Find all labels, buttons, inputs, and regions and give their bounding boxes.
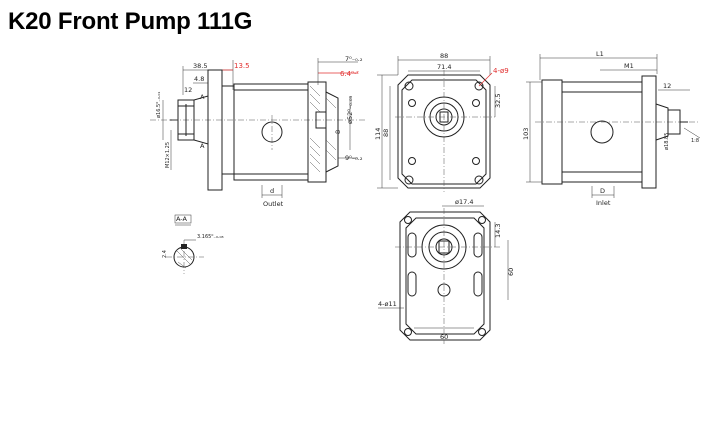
front-dim-88v: 88 [382,129,390,137]
bottom-phi: ø17.4 [455,198,473,206]
page-title: K20 Front Pump 111G [8,8,253,35]
front-dim-71-4: 71.4 [437,63,451,71]
dim-9: 9⁰₋₀.₂ [345,154,363,162]
dim-7: 7⁰₋₀.₂ [345,55,363,63]
outlet-label: Outlet [263,200,284,208]
outlet-d: d [270,187,274,195]
dim-38-5: 38.5 [193,62,207,70]
section-aa-key: 3.165⁰₋₀.₀₈ [197,234,224,240]
right-dim-103: 103 [522,128,530,140]
dim-8: 8 [334,130,342,134]
front-dim-32-5: 32.5 [494,94,502,108]
front-view: 88 71.4 4-ø9 114 88 32.5 [374,52,509,192]
right-dim-l1: L1 [596,50,604,58]
right-dim-m1: M1 [624,62,634,70]
section-aa-label: A-A [176,215,188,223]
right-dim-18-85: ø18.85 [664,133,670,150]
dim-4-8: 4.8 [194,75,204,83]
dim-thread: M12×1.25 [165,142,171,168]
right-dim-12: 12 [663,82,671,90]
section-a-top: A [200,93,205,101]
inlet-d: D [600,187,605,195]
dim-shaft: ø16.5⁰₋₀.₀₁ [156,92,162,118]
bottom-dim-60h: 60 [440,333,448,341]
right-view: L1 M1 12 ø18.85 1:8 103 D Inlet [522,50,701,207]
bottom-dim-14-3: 14.3 [494,224,502,238]
dim-52: ø52⁰₋₀.₀₃ [346,95,354,124]
right-dim-1-8: 1:8 [691,138,699,144]
dim-13-5: 13.5 [234,62,250,70]
dim-6-4: 6.4⁰·² [340,70,359,78]
front-dim-114: 114 [374,128,382,140]
bottom-holes: 4-ø11 [378,300,397,308]
side-view: 38.5 13.5 4.8 12 7⁰₋₀.₂ 6.4⁰·² [150,55,365,208]
front-holes: 4-ø9 [493,67,509,75]
bottom-dim-60v: 60 [507,268,515,276]
bottom-view: ø17.4 14.3 60 4-ø11 60 [378,198,515,344]
section-aa-d24: 2.4 [162,250,168,258]
inlet-label: Inlet [596,199,611,207]
front-dim-88: 88 [440,52,448,60]
section-aa: A-A 3.165⁰₋₀.₀₈ 2.4 [162,214,224,274]
dim-12: 12 [184,86,192,94]
section-a-bottom: A [200,142,205,150]
